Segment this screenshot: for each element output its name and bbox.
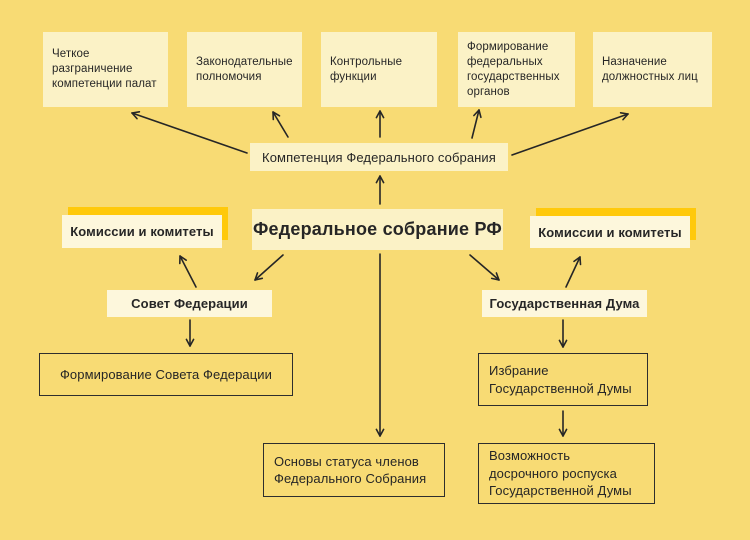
arrow-competence-to-legislative [272,111,289,138]
commissions-right-box: Комиссии и комитеты [530,216,690,248]
duma-dissolution-box: Возможность досрочного роспуска Государс… [478,443,655,504]
members-status-box: Основы статуса членов Федерального Собра… [263,443,445,497]
function-box-formation: Формирование федеральных государственных… [458,32,575,107]
arrow-competence-to-control [375,110,385,138]
arrow-competence-to-appointment [511,112,629,156]
arrow-federation-council-to-council-formation [185,319,195,347]
arrow-competence-to-formation [471,109,482,139]
arrow-competence-to-delimitation [131,111,248,154]
duma-election-box: Избрание Государственной Думы [478,353,648,406]
competence-box: Компетенция Федерального собрания [250,143,508,171]
council-formation-box: Формирование Совета Федерации [39,353,293,396]
function-box-appointment: Назначение должностных лиц [593,32,712,107]
arrow-state-duma-to-commissions-right [565,256,582,288]
arrow-assembly-to-members-status [375,253,385,437]
arrow-assembly-to-federation-council [254,254,284,281]
arrow-state-duma-to-duma-election [558,319,568,348]
federation-council-box: Совет Федерации [107,290,272,317]
commissions-left-box: Комиссии и комитеты [62,215,222,248]
arrow-assembly-to-state-duma [469,254,500,281]
arrow-federation-council-to-commissions-left [179,255,197,288]
function-box-delimitation: Четкое разграничение компетенции палат [43,32,168,107]
function-box-control: Контрольные функции [321,32,437,107]
federal-assembly-box: Федеральное собрание РФ [252,209,503,250]
arrow-assembly-to-competence [375,175,385,205]
function-box-legislative: Законодательные полномочия [187,32,302,107]
arrow-duma-election-to-duma-dissolution [558,410,568,437]
state-duma-box: Государственная Дума [482,290,647,317]
